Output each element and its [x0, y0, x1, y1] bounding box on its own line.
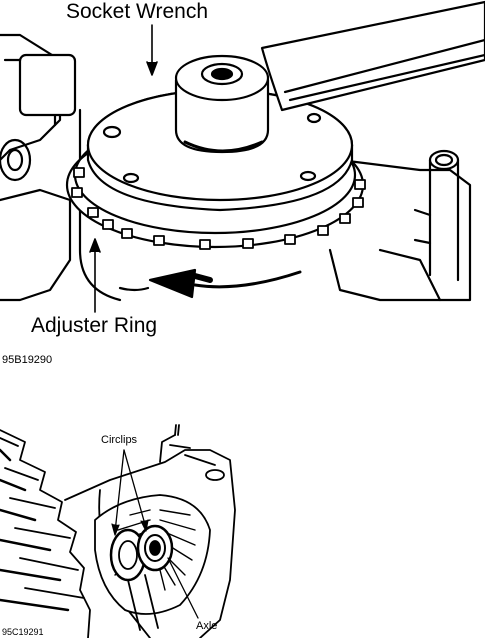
axle-label: Axle	[196, 621, 217, 632]
housing-block	[20, 55, 75, 115]
wrench-handle	[262, 2, 485, 110]
socket-wrench-label: Socket Wrench	[66, 1, 208, 22]
circlips-label: Circlips	[101, 435, 137, 446]
adjuster-ring-label: Adjuster Ring	[31, 315, 157, 336]
circlips-drawing	[0, 380, 485, 638]
circlips-illustration: Circlips Axle 95C19291	[0, 380, 485, 638]
adjuster-ring-illustration: Socket Wrench Adjuster Ring 95B19290	[0, 0, 485, 380]
figure-code-1: 95B19290	[2, 355, 52, 366]
right-cylinder	[430, 160, 458, 280]
figure-code-2: 95C19291	[2, 628, 44, 637]
